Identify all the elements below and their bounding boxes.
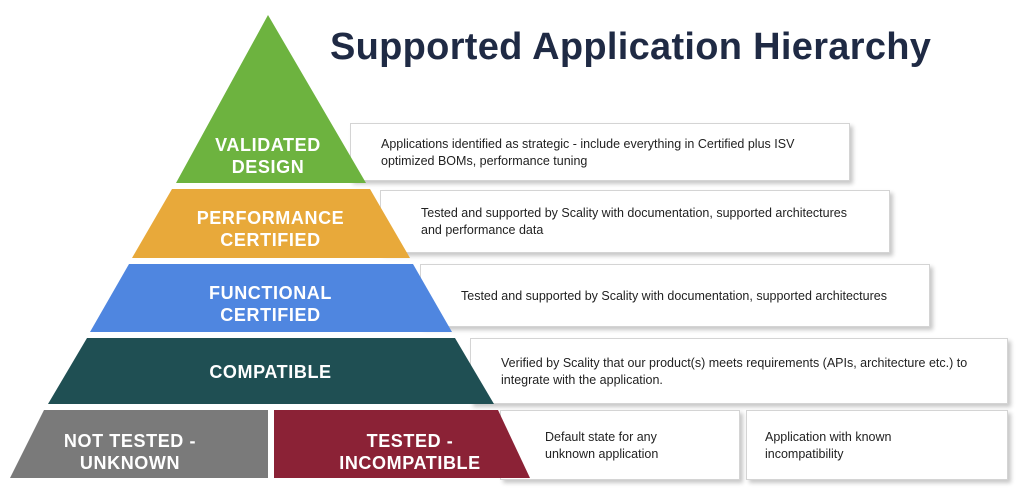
- diagram-title: Supported Application Hierarchy: [330, 26, 932, 68]
- label-tested-incompatible: TESTED -INCOMPATIBLE: [339, 431, 481, 473]
- label-not-tested-unknown: NOT TESTED -UNKNOWN: [63, 431, 197, 473]
- desc-box-not-tested: Default state for any unknown applicatio…: [500, 410, 740, 480]
- tier-tested-incompatible: [274, 410, 530, 478]
- desc-validated: Applications identified as strategic - i…: [381, 137, 795, 168]
- tier-not-tested-unknown: [10, 410, 268, 478]
- desc-performance: Tested and supported by Scality with doc…: [421, 206, 847, 237]
- tier-performance-certified: [132, 189, 410, 258]
- desc-box-incompatible: Application with known incompatibility: [746, 410, 1008, 480]
- desc-box-validated: Applications identified as strategic - i…: [350, 123, 850, 181]
- desc-compatible: Verified by Scality that our product(s) …: [501, 356, 968, 387]
- desc-box-functional: Tested and supported by Scality with doc…: [420, 264, 930, 327]
- desc-functional: Tested and supported by Scality with doc…: [461, 289, 887, 303]
- desc-box-performance: Tested and supported by Scality with doc…: [380, 190, 890, 253]
- label-compatible: COMPATIBLE: [209, 362, 332, 382]
- tier-functional-certified: [90, 264, 452, 332]
- tier-validated-design: [176, 15, 366, 183]
- tier-compatible: [48, 338, 494, 404]
- desc-not-tested: Default state for any unknown applicatio…: [545, 430, 659, 461]
- desc-box-compatible: Verified by Scality that our product(s) …: [470, 338, 1008, 404]
- desc-incompatible: Application with known incompatibility: [765, 430, 892, 461]
